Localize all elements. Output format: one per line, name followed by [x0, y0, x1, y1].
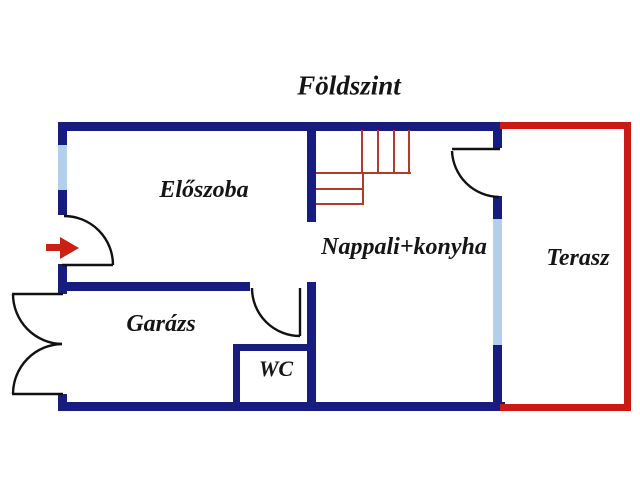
terrace-door-arc [450, 150, 500, 199]
wall-bottom [58, 402, 505, 411]
stair-step-line [316, 203, 363, 205]
stair-step-line [408, 130, 410, 173]
window-right [493, 219, 502, 345]
stair-step-line [316, 188, 363, 190]
room-label-nappali-konyha: Nappali+konyha [321, 234, 487, 260]
stair-step-line [393, 130, 395, 173]
wall-wc-top [233, 344, 315, 351]
room-label-wc: WC [258, 356, 294, 381]
page-title: Földszint [297, 70, 401, 101]
wall-left-between-doors [58, 264, 67, 294]
entrance-door-arc [63, 214, 115, 266]
room-label-garazs: Garázs [126, 311, 196, 337]
terrace-wall-right [624, 122, 631, 411]
garage-door-arc [250, 287, 301, 338]
garage-gate-lower-arc [11, 342, 63, 395]
wall-stairwell [307, 122, 316, 222]
garage-gate-upper-arc [11, 293, 63, 346]
wall-right-above-window [493, 196, 502, 219]
stair-step-line [377, 130, 379, 173]
stair-step-line [362, 172, 364, 205]
terrace-wall-bottom [500, 404, 631, 411]
wall-garage-top [58, 282, 250, 291]
wall-right-lower [493, 345, 502, 411]
room-label-eloszoba: Előszoba [159, 177, 249, 203]
terrace-wall-top [500, 122, 631, 129]
wall-left-upper [58, 122, 67, 145]
wall-wc-left [233, 344, 240, 409]
wall-left-mid [58, 190, 67, 215]
window-left [58, 145, 67, 190]
wall-top [58, 122, 500, 131]
wall-right-upper [493, 122, 502, 148]
room-label-terasz: Terasz [546, 245, 610, 271]
wall-left-lower [58, 394, 67, 411]
entrance-arrow-icon [46, 237, 79, 259]
stair-step-line [361, 130, 363, 173]
